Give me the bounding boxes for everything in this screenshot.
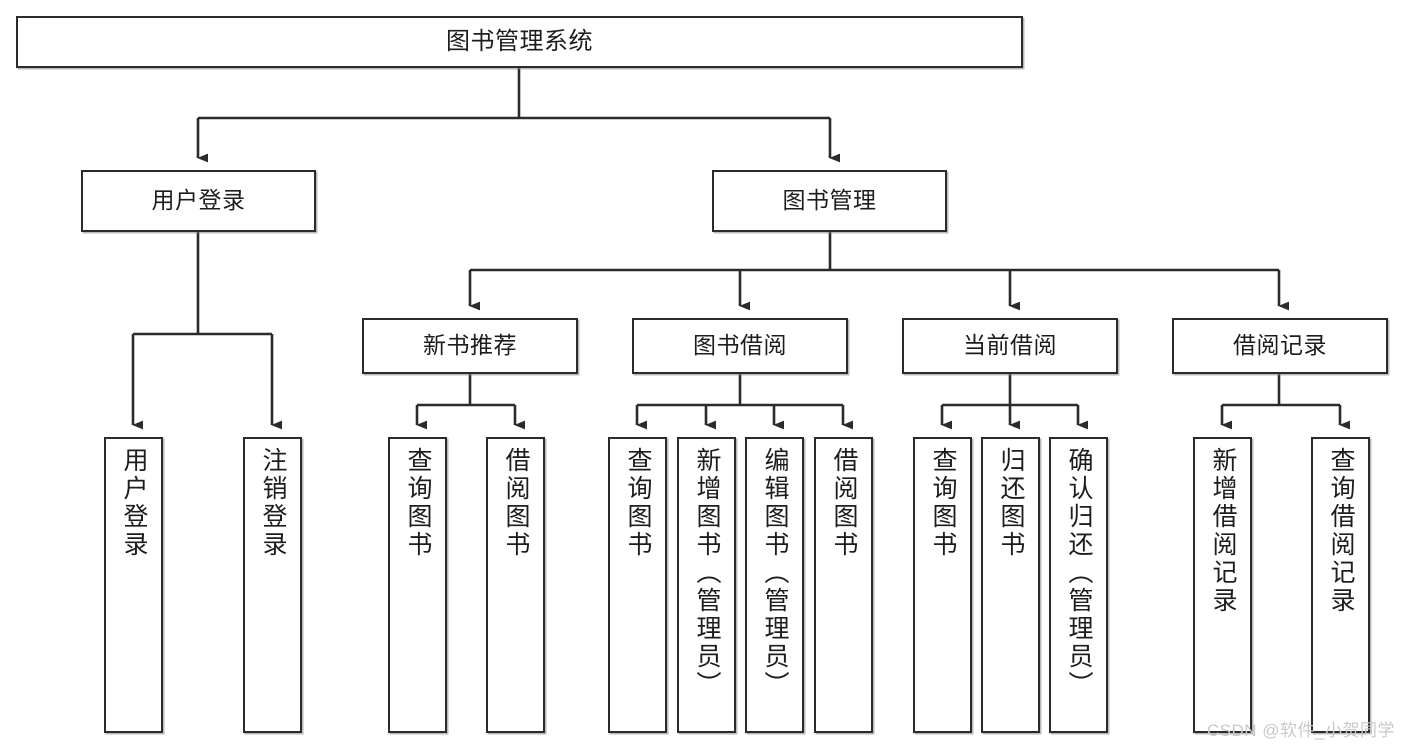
node-leaf-user-logout[interactable]: 注销登录	[243, 437, 302, 733]
node-leaf-query-book-1-label: 查询图书	[404, 447, 432, 559]
node-leaf-user-logout-label: 注销登录	[259, 447, 287, 559]
node-root[interactable]: 图书管理系统	[16, 16, 1023, 68]
node-leaf-confirm-return-label: 确认归还（管理员）	[1065, 447, 1093, 699]
node-book-manage-label: 图书管理	[782, 187, 877, 214]
node-leaf-query-book-2-label: 查询图书	[624, 447, 652, 559]
node-book-manage[interactable]: 图书管理	[712, 170, 947, 232]
node-new-book-recommend[interactable]: 新书推荐	[362, 318, 578, 374]
node-leaf-borrow-book-1-label: 借阅图书	[502, 447, 530, 559]
node-leaf-return-book-label: 归还图书	[997, 447, 1025, 559]
node-new-book-recommend-label: 新书推荐	[423, 332, 517, 359]
node-root-label: 图书管理系统	[446, 27, 593, 55]
node-borrow-record[interactable]: 借阅记录	[1172, 318, 1388, 374]
node-leaf-query-record-label: 查询借阅记录	[1327, 447, 1355, 615]
node-leaf-user-login[interactable]: 用户登录	[104, 437, 163, 733]
node-leaf-user-login-label: 用户登录	[120, 447, 148, 559]
node-leaf-add-book[interactable]: 新增图书（管理员）	[677, 437, 736, 733]
node-leaf-query-book-1[interactable]: 查询图书	[388, 437, 447, 733]
node-leaf-edit-book-label: 编辑图书（管理员）	[761, 447, 789, 699]
node-leaf-borrow-book-2-label: 借阅图书	[830, 447, 858, 559]
watermark: CSDN @软件_小贺同学	[1206, 721, 1395, 740]
node-leaf-confirm-return[interactable]: 确认归还（管理员）	[1049, 437, 1108, 733]
node-user-login[interactable]: 用户登录	[81, 170, 316, 232]
node-leaf-add-book-label: 新增图书（管理员）	[693, 447, 721, 699]
node-leaf-query-record[interactable]: 查询借阅记录	[1311, 437, 1370, 733]
node-leaf-return-book[interactable]: 归还图书	[981, 437, 1040, 733]
node-leaf-query-book-3[interactable]: 查询图书	[913, 437, 972, 733]
node-book-borrow-label: 图书借阅	[693, 332, 787, 359]
node-leaf-borrow-book-1[interactable]: 借阅图书	[486, 437, 545, 733]
node-user-login-label: 用户登录	[151, 187, 246, 214]
node-leaf-query-book-2[interactable]: 查询图书	[608, 437, 667, 733]
node-leaf-add-record[interactable]: 新增借阅记录	[1193, 437, 1252, 733]
node-current-borrow[interactable]: 当前借阅	[902, 318, 1118, 374]
node-leaf-edit-book[interactable]: 编辑图书（管理员）	[745, 437, 804, 733]
node-leaf-borrow-book-2[interactable]: 借阅图书	[814, 437, 873, 733]
node-leaf-query-book-3-label: 查询图书	[929, 447, 957, 559]
node-current-borrow-label: 当前借阅	[963, 332, 1057, 359]
node-borrow-record-label: 借阅记录	[1233, 332, 1327, 359]
node-leaf-add-record-label: 新增借阅记录	[1209, 447, 1237, 615]
node-book-borrow[interactable]: 图书借阅	[632, 318, 848, 374]
